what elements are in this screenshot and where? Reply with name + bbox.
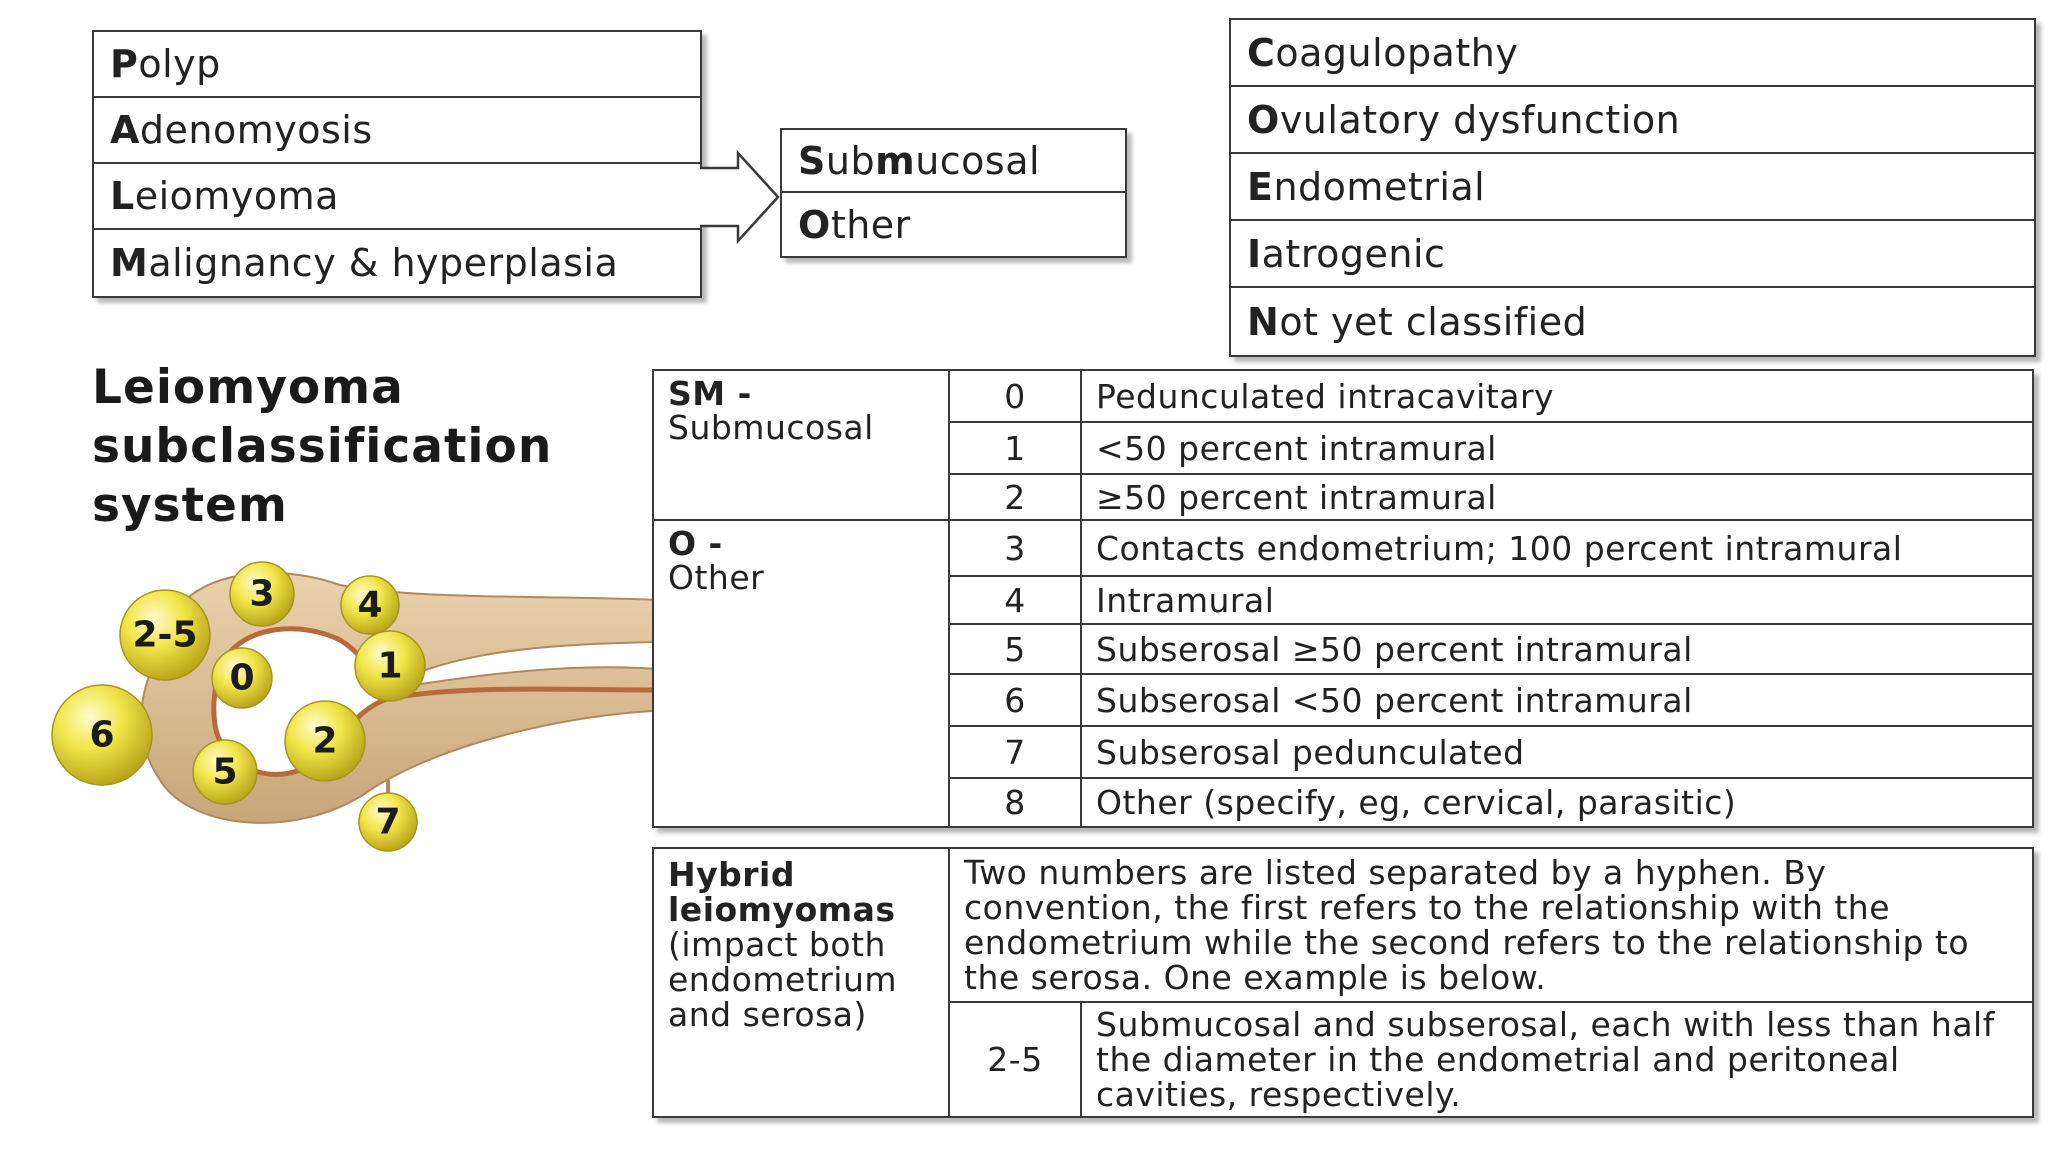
fibroid-2-5: 2-5 (119, 589, 211, 681)
hybrid-note-row: Hybrid leiomyomas (impact both endometri… (652, 847, 2034, 1118)
fibroid-7: 7 (358, 792, 418, 852)
leiomyoma-types-table: SM -Submucosal 0 Pedunculated intracavit… (652, 369, 2034, 828)
hybrid-example-row: 2-5 Submucosal and subserosal, each with… (653, 1001, 2034, 1118)
hybrid-note: Two numbers are listed separated by a hy… (948, 847, 2034, 1003)
type-description: ≥50 percent intramural (1080, 473, 2034, 521)
type-row: 8 Other (specify, eg, cervical, parasiti… (653, 777, 2034, 828)
title-line-1: Leiomyoma (92, 360, 404, 415)
type-number: 0 (948, 369, 1082, 423)
uterus-fibroid-diagram: 2-5 3 4 0 1 6 2 5 7 (51, 561, 689, 852)
subclassification-title: Leiomyoma subclassification system (92, 358, 552, 535)
type-number: 4 (948, 575, 1082, 625)
type-description: Subserosal pedunculated (1080, 725, 2034, 779)
hybrid-example-description: Submucosal and subserosal, each with les… (1080, 1001, 2034, 1118)
type-number: 2 (948, 473, 1082, 521)
fibroid-5: 5 (192, 739, 258, 805)
type-number: 1 (948, 421, 1082, 475)
svg-text:4: 4 (357, 585, 382, 626)
fibroid-1: 1 (354, 630, 426, 702)
title-line-2: subclassification (92, 419, 553, 474)
right-arrow-icon (700, 150, 780, 244)
svg-text:6: 6 (89, 715, 114, 756)
type-description: Subserosal <50 percent intramural (1080, 673, 2034, 727)
type-number: 8 (948, 777, 1082, 828)
fibroid-4: 4 (340, 575, 400, 635)
svg-text:5: 5 (212, 752, 237, 793)
type-row: 4 Intramural (653, 575, 2034, 625)
type-row: 6 Subserosal <50 percent intramural (653, 673, 2034, 727)
type-description: Contacts endometrium; 100 percent intram… (1080, 519, 2034, 577)
type-row: 7 Subserosal pedunculated (653, 725, 2034, 779)
fibroid-3: 3 (229, 561, 295, 627)
svg-text:1: 1 (377, 646, 402, 687)
hybrid-subtitle: (impact both endometrium and serosa) (668, 925, 898, 1034)
svg-text:2: 2 (312, 721, 337, 762)
fibroid-2: 2 (284, 700, 366, 782)
type-description: <50 percent intramural (1080, 421, 2034, 475)
type-row: SM -Submucosal 0 Pedunculated intracavit… (652, 369, 2034, 521)
type-row: O -Other 3 Contacts endometrium; 100 per… (652, 519, 2034, 828)
svg-text:7: 7 (375, 802, 400, 843)
hybrid-group: Hybrid leiomyomas (impact both endometri… (652, 847, 950, 1118)
type-description: Intramural (1080, 575, 2034, 625)
type-description: Other (specify, eg, cervical, parasitic) (1080, 777, 2034, 828)
type-row: 1 <50 percent intramural (653, 421, 2034, 475)
hybrid-leiomyoma-table: Hybrid leiomyomas (impact both endometri… (652, 847, 2034, 1118)
title-line-3: system (92, 478, 288, 533)
hybrid-example-number: 2-5 (948, 1001, 1082, 1118)
type-row: 2 ≥50 percent intramural (653, 473, 2034, 521)
hybrid-title: Hybrid leiomyomas (668, 855, 896, 929)
svg-text:0: 0 (229, 658, 254, 699)
fibroid-6: 6 (51, 684, 153, 786)
group-submucosal: SM -Submucosal (652, 369, 950, 521)
type-description: Subserosal ≥50 percent intramural (1080, 623, 2034, 675)
group-other: O -Other (652, 519, 950, 828)
type-description: Pedunculated intracavitary (1080, 369, 2034, 423)
type-number: 3 (948, 519, 1082, 577)
type-number: 7 (948, 725, 1082, 779)
type-number: 6 (948, 673, 1082, 727)
fibroid-0: 0 (211, 647, 273, 709)
svg-text:2-5: 2-5 (132, 615, 197, 656)
type-row: 5 Subserosal ≥50 percent intramural (653, 623, 2034, 675)
svg-text:3: 3 (249, 574, 274, 615)
type-number: 5 (948, 623, 1082, 675)
